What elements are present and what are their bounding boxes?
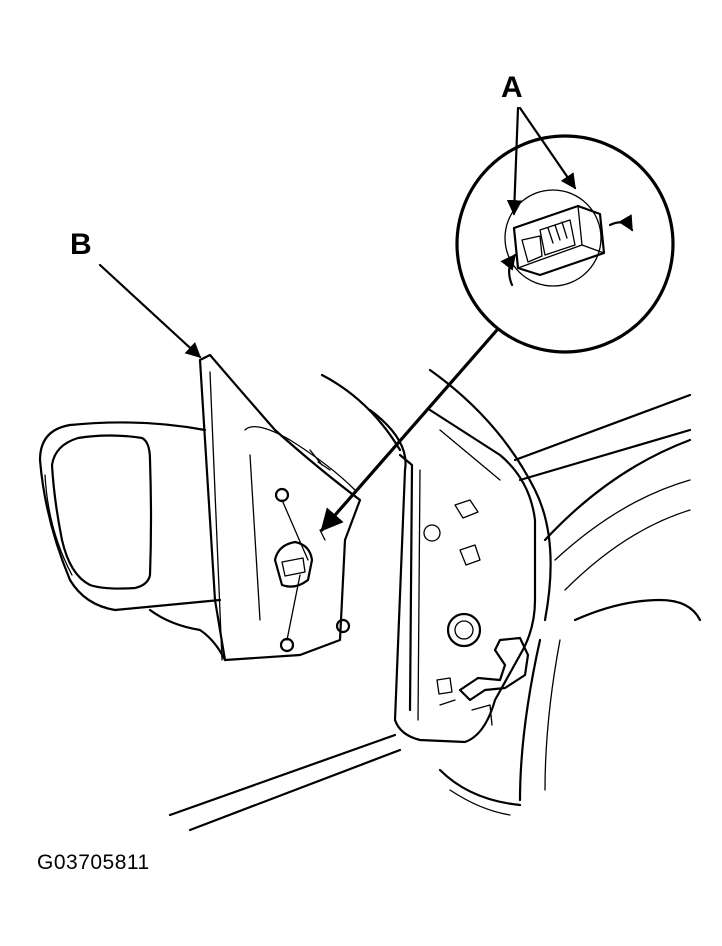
leader-lines — [98, 106, 577, 532]
door-inner-panel — [368, 408, 537, 744]
mirror-assembly — [38, 353, 362, 662]
figure-code: G03705811 — [37, 851, 150, 874]
vehicle-body-outline — [168, 368, 702, 832]
callout-a-label: A — [501, 71, 523, 104]
connector-detail-inset — [455, 134, 675, 354]
callout-b-label: B — [70, 228, 92, 261]
